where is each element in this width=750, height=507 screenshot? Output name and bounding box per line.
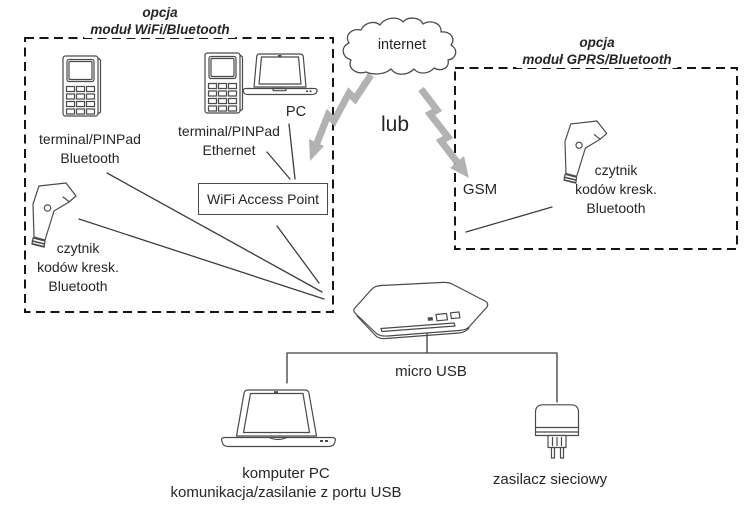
computer-pc-label: komputer PC komunikacja/zasilanie z port… <box>170 465 402 501</box>
internet-cloud-label: internet <box>377 37 427 53</box>
wireless-bolt-right-icon <box>418 86 469 178</box>
connection-lines <box>78 123 558 403</box>
barcode-scanner-left-icon <box>31 182 77 248</box>
line-pc-to-access-point <box>288 123 296 180</box>
cash-register-icon <box>353 281 489 340</box>
gprs-option-box-border <box>454 67 738 250</box>
gprs-option-box-title: opcja moduł GPRS/Bluetooth <box>516 35 678 68</box>
line-terminal-bt-to-device <box>106 172 323 293</box>
terminal-ethernet-label: terminal/PINPad Ethernet <box>178 123 280 158</box>
line-access-point-to-device <box>276 225 320 284</box>
wifi-option-box-border <box>24 37 334 313</box>
line-ethernet-to-access-point <box>266 151 291 180</box>
wifi-access-point-box: WiFi Access Point <box>198 183 328 215</box>
power-adapter-icon <box>534 404 580 459</box>
cloud-icon <box>342 17 457 75</box>
pc-label: PC <box>285 104 307 120</box>
micro-usb-label: micro USB <box>395 363 467 380</box>
gsm-label: GSM <box>462 181 498 198</box>
line-scanner-to-device <box>78 218 325 300</box>
power-adapter-label: zasilacz sieciowy <box>492 471 608 488</box>
wireless-bolt-left-icon <box>309 73 374 161</box>
wifi-option-box-title: opcja moduł WiFi/Bluetooth <box>84 5 236 38</box>
micro-usb-tree <box>286 333 558 403</box>
pc-laptop-icon <box>242 53 318 96</box>
terminal-bluetooth-label: terminal/PINPad Bluetooth <box>39 131 141 166</box>
scanner-left-label: czytnik kodów kresk. Bluetooth <box>37 240 119 294</box>
payment-terminal-ethernet-icon <box>204 52 244 114</box>
or-label: lub <box>380 113 410 136</box>
line-device-to-gprs-scanner <box>465 206 553 233</box>
scanner-right-label: czytnik kodów kresk. Bluetooth <box>575 162 657 216</box>
payment-terminal-bluetooth-icon <box>62 55 102 117</box>
computer-pc-icon <box>221 389 336 448</box>
